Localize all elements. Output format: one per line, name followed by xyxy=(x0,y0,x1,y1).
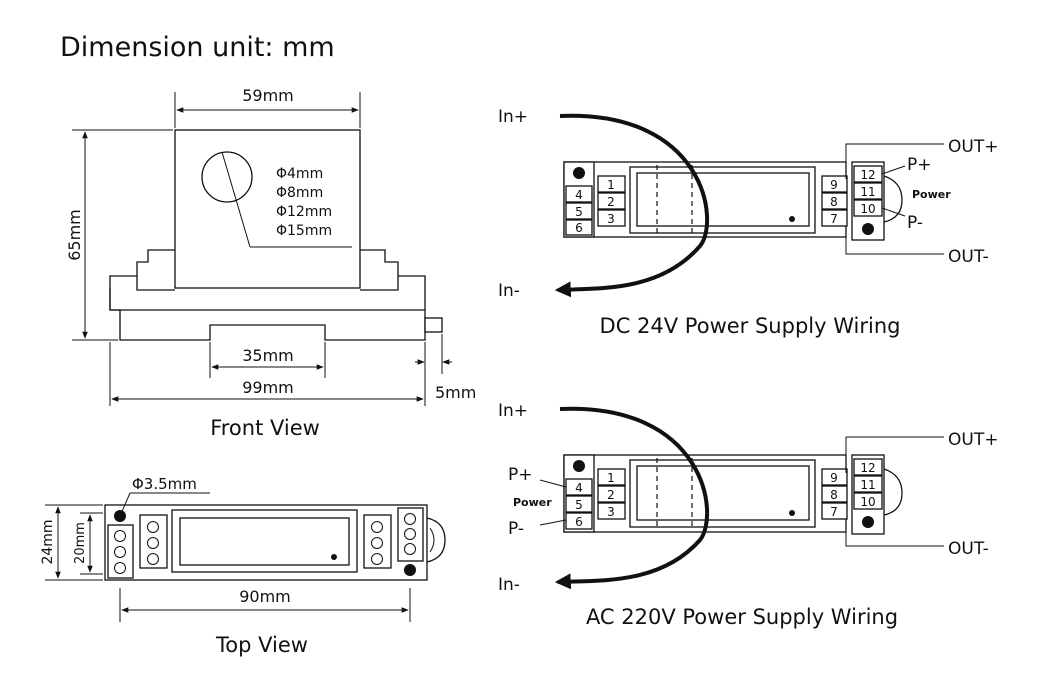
dim-height-label: 65mm xyxy=(65,209,84,261)
ac-in-minus: In- xyxy=(498,575,520,595)
top-view: Φ3.5mm 24mm 20mm 90mm Top View xyxy=(40,475,446,657)
dim-length-label: 90mm xyxy=(239,587,291,606)
dc-out-plus-wire xyxy=(845,143,944,179)
dc-p-minus: P- xyxy=(907,213,923,233)
right-clip xyxy=(360,249,426,310)
dc-terminal-5: 5 xyxy=(575,205,583,219)
ac-terminal-12: 12 xyxy=(860,461,875,475)
dc-in-minus: In- xyxy=(498,281,520,301)
top-view-caption: Top View xyxy=(215,633,308,657)
front-view: 59mm 65mm 35mm 99mm 5mm Φ4mm Φ8mm Φ12mm … xyxy=(65,86,476,440)
dc-terminal-8: 8 xyxy=(830,195,838,209)
dc-wiring-caption: DC 24V Power Supply Wiring xyxy=(600,314,901,338)
ac-power-label: Power xyxy=(513,496,552,509)
page-title: Dimension unit: mm xyxy=(60,32,335,63)
dc-terminal-9: 9 xyxy=(830,178,838,192)
dim-tab-label: 5mm xyxy=(435,383,476,402)
ac-terminal-9: 9 xyxy=(830,471,838,485)
hole-size-12: Φ12mm xyxy=(276,204,332,220)
top-view-clip xyxy=(426,517,446,563)
dc-display xyxy=(636,172,810,227)
ac-terminal-2: 2 xyxy=(607,488,615,502)
dc-terminal-2: 2 xyxy=(607,195,615,209)
dc-wiring-diagram: 4 5 6 1 2 3 9 8 7 12 11 10 xyxy=(498,107,998,338)
dim-width-top-label: 59mm xyxy=(242,86,294,105)
ac-terminal-10: 10 xyxy=(860,495,875,509)
dc-terminal-3: 3 xyxy=(607,212,615,226)
dc-in-plus: In+ xyxy=(498,107,528,127)
hole-leader-line xyxy=(221,151,251,248)
left-terminal-block xyxy=(107,524,134,579)
dc-terminal-7: 7 xyxy=(830,212,838,226)
ac-terminal-7: 7 xyxy=(830,505,838,519)
dc-terminal-1: 1 xyxy=(607,178,615,192)
inner-left-terminals xyxy=(139,514,168,569)
hole-size-15: Φ15mm xyxy=(276,223,332,239)
top-view-display xyxy=(179,517,350,566)
ac-wiring-caption: AC 220V Power Supply Wiring xyxy=(586,605,898,629)
front-view-caption: Front View xyxy=(210,416,320,440)
ac-terminal-1: 1 xyxy=(607,471,615,485)
ac-terminal-6: 6 xyxy=(575,515,583,529)
ac-terminal-3: 3 xyxy=(607,505,615,519)
ac-current-wire xyxy=(554,406,710,590)
inner-right-terminals xyxy=(363,514,392,569)
dc-out-plus: OUT+ xyxy=(948,137,998,157)
dc-p-plus: P+ xyxy=(907,155,932,175)
sensor-body xyxy=(174,129,361,289)
ac-display xyxy=(636,465,810,521)
dc-current-wire xyxy=(554,113,710,298)
ac-p-minus: P- xyxy=(508,519,524,539)
ac-out-minus-wire xyxy=(845,519,944,547)
ac-terminal-4: 4 xyxy=(575,481,583,495)
dc-terminal-11: 11 xyxy=(860,185,875,199)
left-clip xyxy=(109,249,175,310)
hole-size-8: Φ8mm xyxy=(276,185,323,201)
side-tab xyxy=(424,317,443,333)
ac-in-plus: In+ xyxy=(498,401,528,421)
dc-terminal-10: 10 xyxy=(860,202,875,216)
dim-outer-height-label: 24mm xyxy=(40,519,56,564)
dc-terminal-6: 6 xyxy=(575,221,583,235)
ac-p-plus: P+ xyxy=(508,465,533,485)
dim-total-label: 99mm xyxy=(242,378,294,397)
ac-terminal-8: 8 xyxy=(830,488,838,502)
hole-size-4: Φ4mm xyxy=(276,166,323,182)
dc-terminal-4: 4 xyxy=(575,188,583,202)
dim-base-label: 35mm xyxy=(242,346,294,365)
ac-out-plus: OUT+ xyxy=(948,430,998,450)
dc-power-label: Power xyxy=(912,188,951,201)
dc-out-minus-wire xyxy=(845,227,944,255)
ac-terminal-5: 5 xyxy=(575,498,583,512)
din-base xyxy=(109,288,426,341)
dc-terminal-12: 12 xyxy=(860,168,875,182)
right-terminal-block xyxy=(397,507,424,562)
dc-out-minus: OUT- xyxy=(948,247,989,267)
ac-out-minus: OUT- xyxy=(948,539,989,559)
ac-terminal-11: 11 xyxy=(860,478,875,492)
dim-inner-height-label: 20mm xyxy=(73,522,88,564)
ac-out-plus-wire xyxy=(845,436,944,473)
through-hole xyxy=(201,151,253,203)
ac-wiring-diagram: 4 5 6 1 2 3 9 8 7 12 11 10 xyxy=(498,401,998,629)
dim-hole-label: Φ3.5mm xyxy=(132,475,197,493)
